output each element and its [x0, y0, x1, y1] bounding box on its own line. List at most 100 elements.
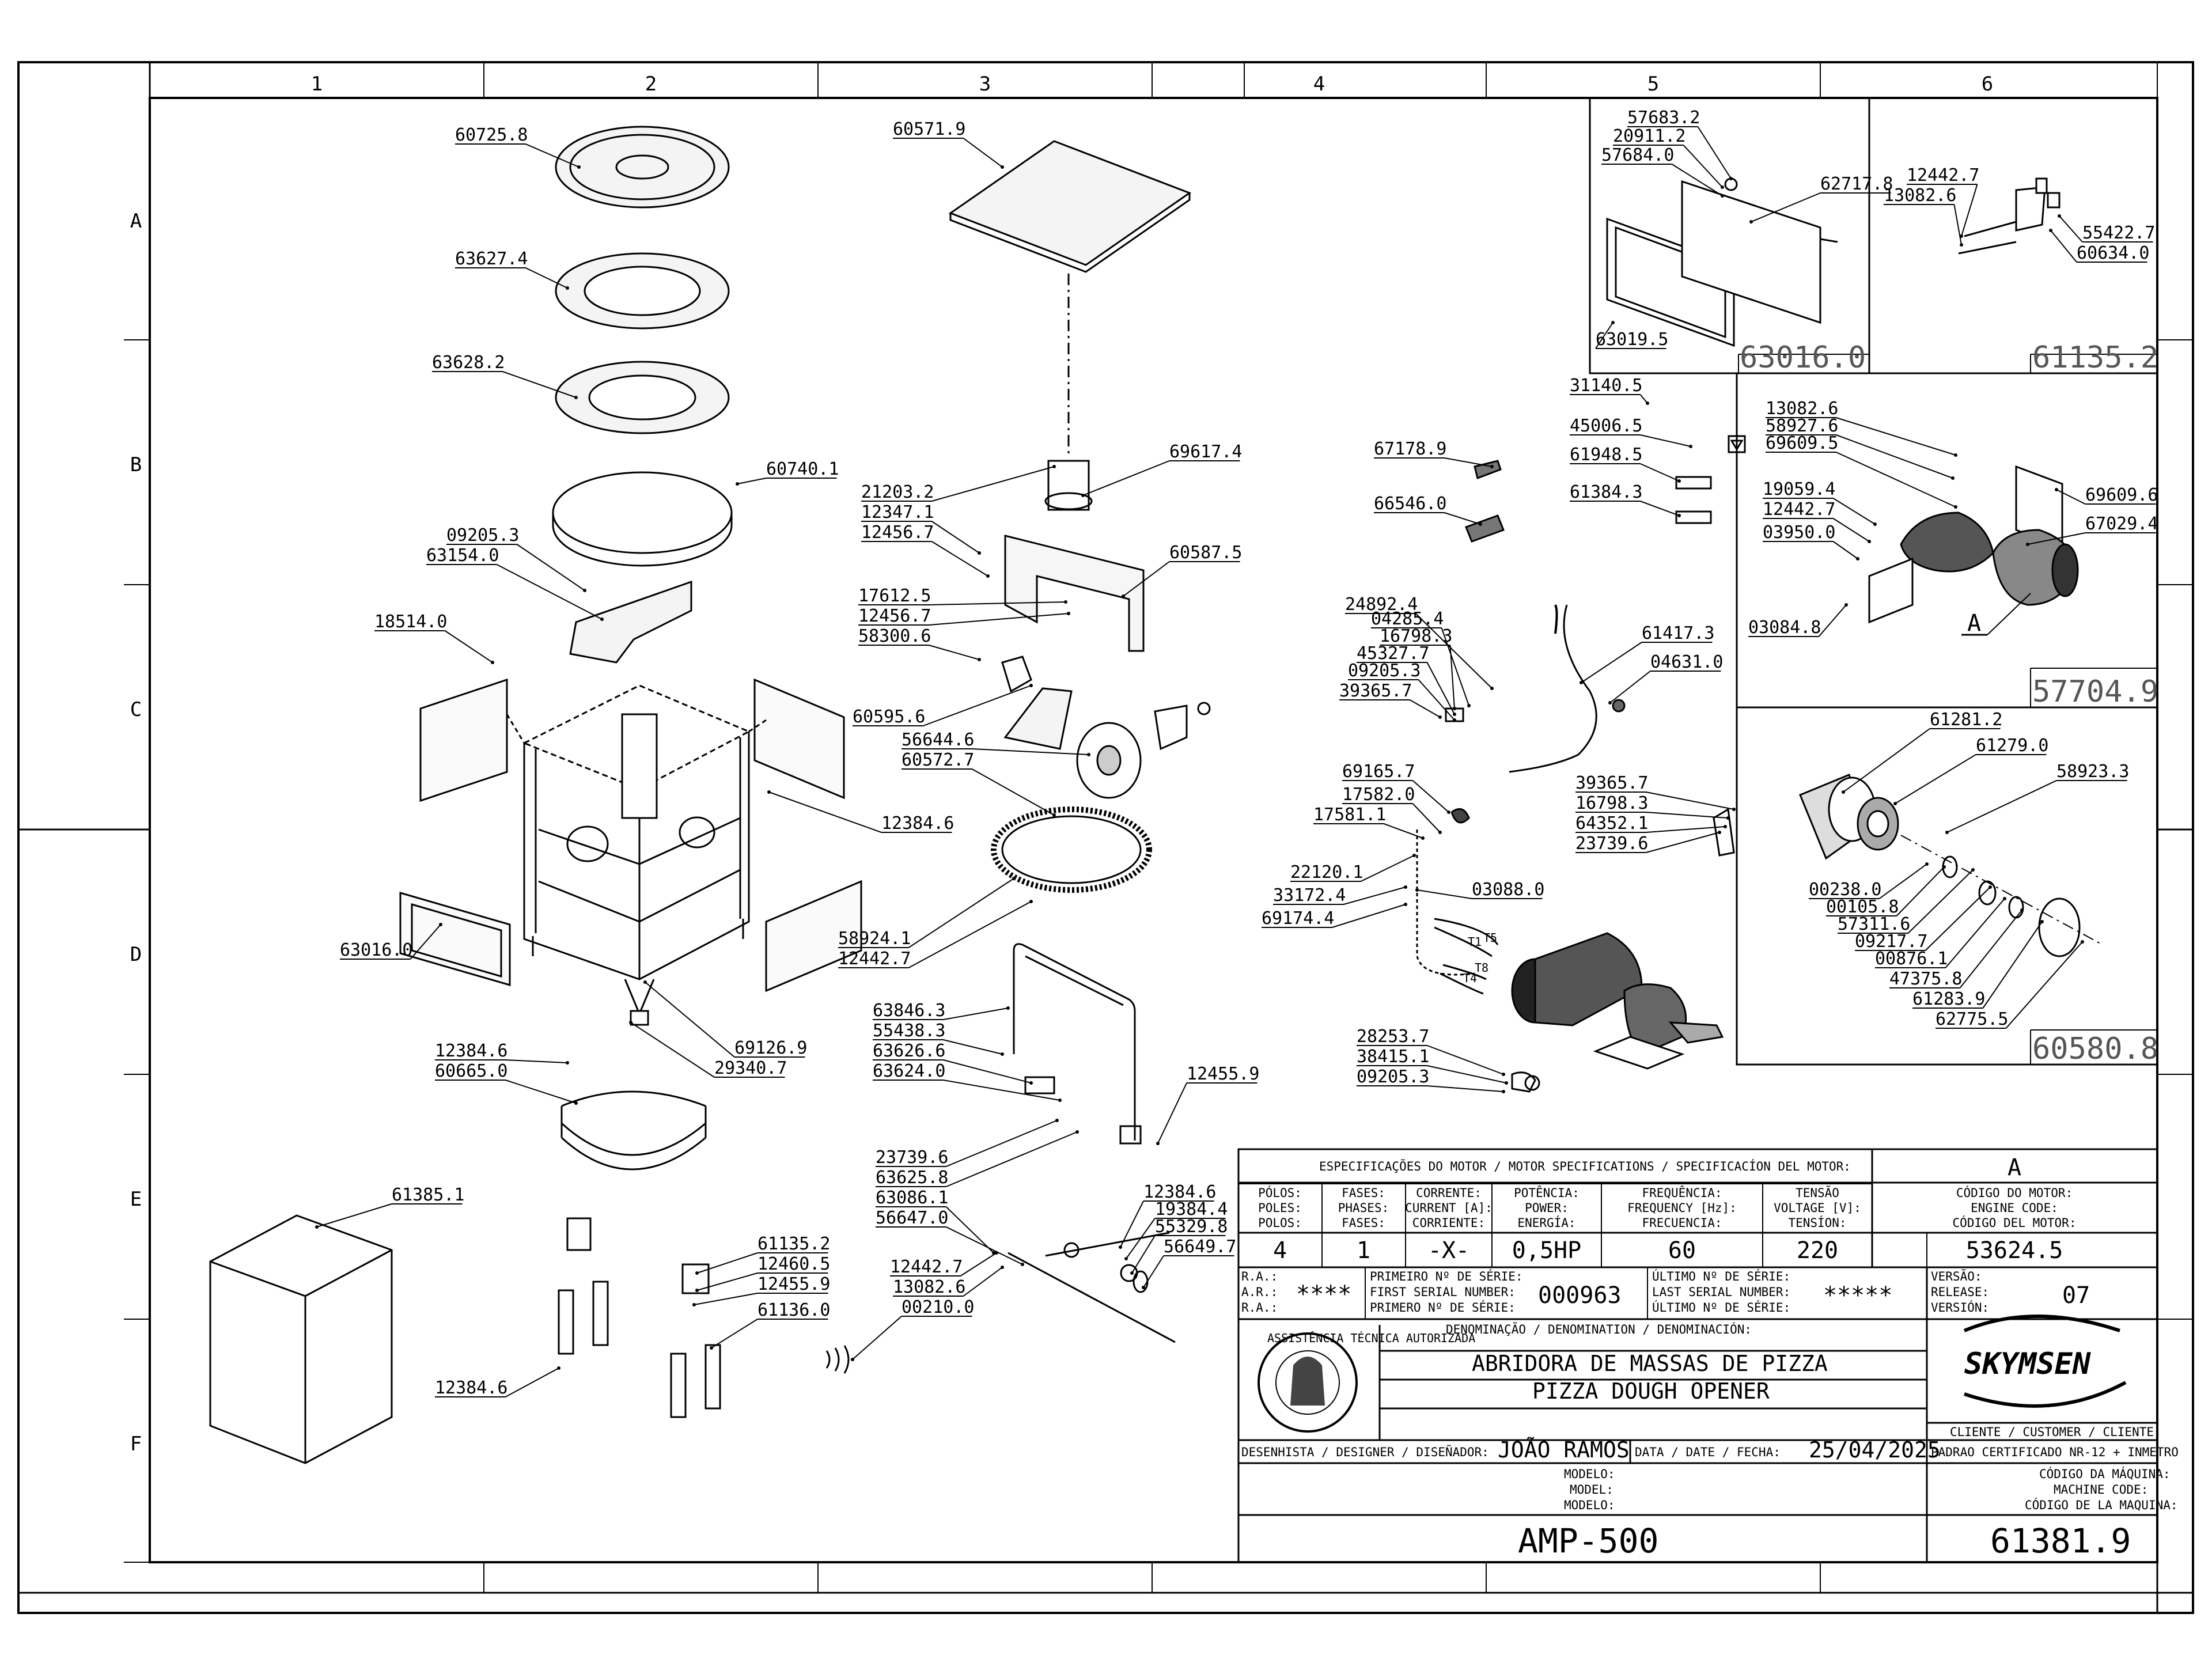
- leader-dot: [1075, 1130, 1079, 1134]
- leader-dot: [1868, 540, 1871, 543]
- leader-dot: [1925, 862, 1929, 866]
- leader-line: [1646, 826, 1726, 833]
- leader-line: [696, 1252, 758, 1274]
- leader-dot: [995, 1251, 998, 1255]
- part-number-label: 61281.2: [1930, 710, 2002, 730]
- leader-line: [1751, 192, 1821, 222]
- leader-dot: [1021, 1263, 1024, 1266]
- designer-label: DESENHISTA / DESIGNER / DISEÑADOR:: [1241, 1444, 1489, 1459]
- leader-line: [943, 1007, 1009, 1020]
- leader-line: [2050, 230, 2077, 263]
- leader-line: [946, 1226, 1023, 1265]
- column-label: 6: [1982, 73, 1993, 96]
- leader-dot: [1960, 243, 1963, 247]
- date-label: DATA / DATE / FECHA:: [1635, 1445, 1781, 1459]
- leader-line: [1953, 204, 1962, 245]
- motor-spec-columns: PÓLOS:POLES:POLOS:4FASES:PHASES:FASES:1C…: [1258, 1185, 2076, 1264]
- leader-dot: [1732, 808, 1736, 811]
- leader-dot: [978, 658, 981, 661]
- leader-line: [1671, 164, 1723, 196]
- spec-column-value: 1: [1357, 1237, 1370, 1264]
- cabinet-side-panels: [399, 678, 862, 993]
- machine-name-en: PIZZA DOUGH OPENER: [1532, 1378, 1770, 1404]
- band-clamp: [560, 1090, 707, 1171]
- leader-line: [1982, 921, 2043, 1009]
- leader-dot: [1052, 465, 1056, 468]
- spec-column-value: 0,5HP: [1512, 1237, 1581, 1264]
- leader-dot: [1467, 704, 1471, 707]
- part-number-label: 62775.5: [1936, 1009, 2008, 1029]
- part-number-label: 12442.7: [890, 1257, 963, 1277]
- leader-dot: [1052, 813, 1056, 817]
- cone-roller: [1001, 656, 1211, 799]
- terminal-label: T5: [1483, 931, 1497, 945]
- terminal-label: T1: [1468, 935, 1482, 949]
- part-number-label: 57311.6: [1838, 914, 1910, 934]
- column-label: 2: [645, 73, 657, 96]
- first-serial-label: PRIMEIRO Nº DE SÉRIE:: [1370, 1269, 1523, 1283]
- leader-dot: [1951, 476, 1955, 480]
- spec-column-label: FREQUÊNCIA:: [1642, 1185, 1722, 1200]
- part-number-label: 18514.0: [374, 612, 447, 632]
- client-label: CLIENTE / CUSTOMER / CLIENTE:: [1950, 1425, 2161, 1439]
- leader-line: [1120, 1200, 1144, 1248]
- detail-box-1: [1589, 97, 1870, 374]
- part-number-label: 12442.7: [838, 949, 911, 969]
- leader-dot: [574, 396, 578, 399]
- denomination-header: DENOMINAÇÃO / DENOMINATION / DENOMINACIÓ…: [1446, 1321, 1752, 1336]
- leader-line: [946, 1120, 1058, 1167]
- leader-dot: [1942, 865, 1946, 869]
- leader-line: [1143, 1255, 1164, 1288]
- leader-dot: [736, 482, 739, 486]
- spec-column-label: POLOS:: [1258, 1216, 1302, 1230]
- part-number-label: 57683.2: [1627, 108, 1700, 128]
- leader-dot: [1502, 1073, 1505, 1076]
- part-number-label: 12455.9: [1187, 1064, 1259, 1084]
- part-number-label: 20911.2: [1613, 126, 1685, 146]
- spec-column-label: ENGINE CODE:: [1971, 1201, 2058, 1215]
- leader-line: [497, 564, 603, 620]
- date-value: 25/04/2025: [1809, 1437, 1941, 1463]
- last-serial-label-en: LAST SERIAL NUMBER:: [1652, 1285, 1790, 1299]
- leader-line: [931, 521, 980, 554]
- leader-line: [1427, 1085, 1504, 1092]
- part-number-label: 58927.6: [1766, 416, 1838, 436]
- leader-dot: [629, 1021, 632, 1024]
- drawing-frame: [17, 61, 2194, 1614]
- leader-dot: [600, 618, 604, 621]
- leader-dot: [1873, 522, 1877, 526]
- leader-dot: [1945, 831, 1949, 834]
- leader-line: [1945, 898, 2005, 968]
- part-number-label: 04631.0: [1650, 652, 1723, 672]
- leader-line: [946, 1131, 1078, 1187]
- leader-line: [1449, 645, 1455, 709]
- leader-line: [1832, 541, 1858, 559]
- leader-line: [1961, 184, 1978, 237]
- leader-dot: [574, 1101, 578, 1105]
- part-number-label: 00238.0: [1809, 880, 1881, 900]
- part-number-label: 63625.8: [876, 1168, 948, 1188]
- leader-dot: [1029, 684, 1033, 687]
- gear-ring: [991, 806, 1152, 893]
- leader-line: [1697, 126, 1732, 179]
- leader-dot: [2058, 214, 2061, 218]
- version-label-es: VERSIÓN:: [1931, 1300, 1989, 1315]
- machine-code-label: CÓDIGO DA MÁQUINA:: [2039, 1467, 2171, 1481]
- version-value: 07: [2062, 1282, 2090, 1309]
- leader-line: [943, 1039, 1003, 1055]
- leader-line: [2027, 532, 2086, 545]
- leader-dot: [1438, 831, 1442, 834]
- leader-dot: [1724, 825, 1727, 828]
- version-label-en: RELEASE:: [1931, 1285, 1989, 1299]
- leader-line: [1925, 887, 1991, 951]
- model-value: AMP-500: [1518, 1521, 1658, 1560]
- leader-dot: [1721, 194, 1724, 198]
- machine-code-label-es: CÓDIGO DE LA MAQUINA:: [2025, 1498, 2178, 1512]
- title-block: ESPECIFICAÇÕES DO MOTOR / MOTOR SPECIFIC…: [1237, 1148, 2179, 1563]
- authorized-service-seal: ASSISTÊNCIA TÉCNICA AUTORIZADA: [1257, 1331, 1475, 1433]
- spec-column-value: 4: [1273, 1237, 1287, 1264]
- electrical-parts: [1416, 435, 1746, 995]
- spec-column-label: ENERGÍA:: [1517, 1215, 1575, 1230]
- gear-motor: [1511, 932, 1724, 1070]
- leader-dot: [1954, 505, 1957, 509]
